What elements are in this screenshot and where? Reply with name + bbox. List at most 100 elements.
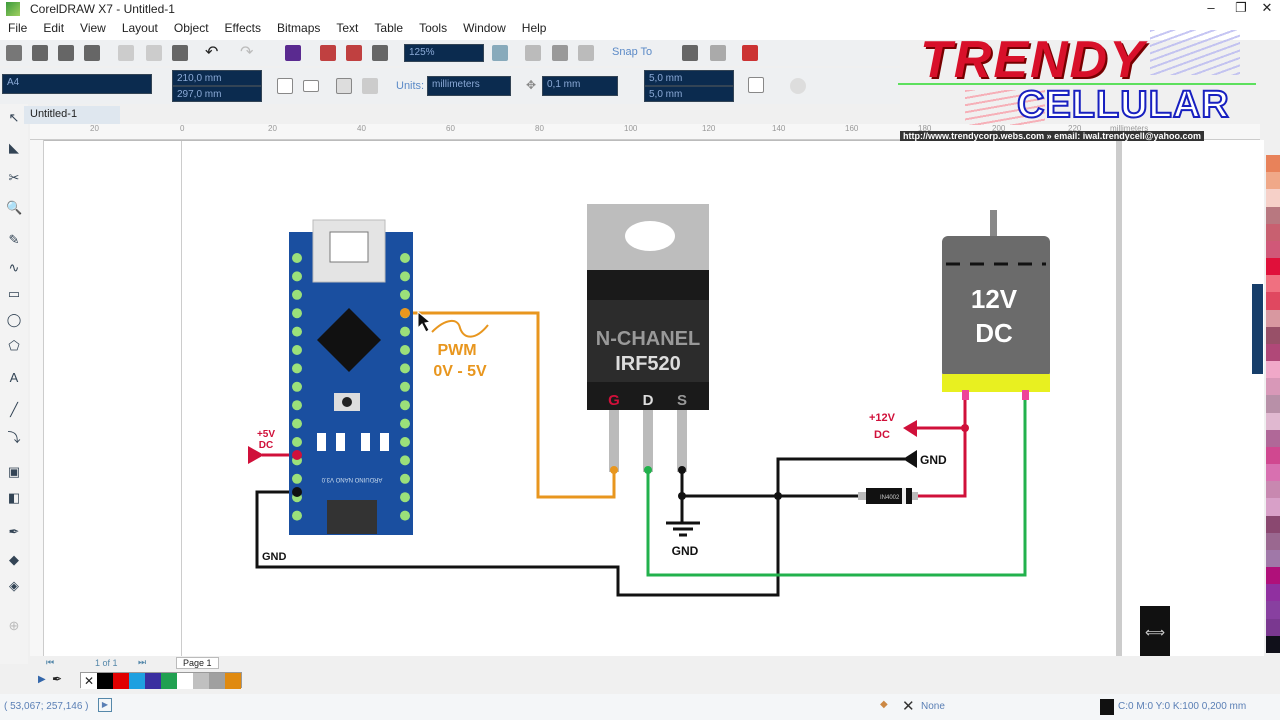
current-page-icon[interactable] (362, 78, 378, 94)
search-content-icon[interactable] (285, 45, 301, 61)
drawing-canvas[interactable] (44, 140, 1264, 656)
duplicate-y-input[interactable]: 5,0 mm (644, 86, 734, 102)
color-swatch[interactable] (1266, 446, 1280, 465)
page-size-select[interactable]: A4 (2, 74, 152, 94)
color-swatch[interactable] (1266, 481, 1280, 499)
shape-tool-icon[interactable]: ◣ (9, 140, 19, 155)
menu-help[interactable]: Help (521, 21, 547, 35)
color-swatch[interactable] (1266, 412, 1280, 430)
menu-table[interactable]: Table (374, 21, 404, 35)
color-swatch[interactable] (1266, 395, 1280, 413)
first-page-icon[interactable]: ⏮ (46, 657, 55, 667)
fill-icon[interactable]: ◆ (880, 699, 888, 710)
menu-tools[interactable]: Tools (419, 21, 448, 35)
last-page-icon[interactable]: ⏭ (138, 657, 147, 667)
close-button[interactable]: ✕ (1261, 0, 1273, 15)
minimize-button[interactable]: – (1207, 0, 1215, 15)
color-swatch[interactable] (1266, 240, 1280, 259)
color-swatch[interactable] (1266, 601, 1280, 619)
document-tab[interactable]: Untitled-1 (24, 106, 120, 124)
outline-pen-icon[interactable]: ✒ (52, 672, 63, 686)
color-swatch[interactable] (1266, 361, 1280, 379)
color-swatch[interactable] (1266, 223, 1280, 241)
no-color-swatch[interactable]: ✕ (81, 673, 97, 689)
outline-color-swatch[interactable] (1100, 699, 1114, 715)
text-tool-icon[interactable]: A (9, 370, 19, 385)
copy-icon[interactable] (146, 45, 162, 61)
vertical-scrollbar-thumb[interactable] (1252, 284, 1263, 374)
page-height-input[interactable]: 297,0 mm (172, 86, 262, 102)
cut-icon[interactable] (118, 45, 134, 61)
undo-icon[interactable]: ↶ (205, 44, 219, 61)
vertical-ruler[interactable] (30, 140, 44, 660)
color-swatch[interactable] (1266, 532, 1280, 550)
save-icon[interactable] (58, 45, 74, 61)
add-tool-icon[interactable]: ⊕ (8, 618, 20, 633)
import-icon[interactable] (320, 45, 336, 61)
page-tab[interactable]: Page 1 (176, 657, 219, 669)
color-swatch[interactable] (225, 673, 241, 689)
color-swatch[interactable] (161, 673, 177, 689)
color-swatch[interactable] (1266, 549, 1280, 568)
crop-tool-icon[interactable]: ✂ (8, 170, 20, 185)
menu-file[interactable]: File (8, 21, 28, 35)
color-swatch[interactable] (1266, 206, 1280, 224)
color-swatch[interactable] (1266, 155, 1280, 173)
eyedropper-tool-icon[interactable]: ✒ (8, 524, 20, 539)
color-swatch[interactable] (1266, 258, 1280, 276)
export-icon[interactable] (346, 45, 362, 61)
menu-edit[interactable]: Edit (43, 21, 65, 35)
parallel-dimension-icon[interactable]: ╱ (10, 402, 18, 417)
welcome-screen-icon[interactable] (742, 45, 758, 61)
units-select[interactable]: millimeters (427, 76, 511, 96)
color-swatch[interactable] (1266, 515, 1280, 533)
publish-pdf-icon[interactable] (372, 45, 388, 61)
color-swatch[interactable] (1266, 429, 1280, 447)
interactive-fill-icon[interactable]: ◆ (9, 552, 19, 567)
color-swatch[interactable] (1266, 326, 1280, 344)
menu-bitmaps[interactable]: Bitmaps (277, 21, 321, 35)
new-icon[interactable] (6, 45, 22, 61)
menu-object[interactable]: Object (173, 21, 209, 35)
portrait-icon[interactable] (277, 78, 293, 94)
page-width-input[interactable]: 210,0 mm (172, 70, 262, 86)
polygon-tool-icon[interactable]: ⬠ (8, 338, 20, 353)
status-play-icon[interactable]: ▶ (98, 698, 112, 712)
freehand-tool-icon[interactable]: ✎ (8, 232, 20, 247)
zoom-tool-icon[interactable]: 🔍 (6, 200, 23, 215)
color-swatch[interactable] (1266, 275, 1280, 293)
drop-shadow-icon[interactable]: ▣ (7, 464, 21, 479)
color-swatch[interactable] (129, 673, 145, 689)
all-pages-icon[interactable] (336, 78, 352, 94)
color-swatch[interactable] (1266, 498, 1280, 516)
options-icon[interactable] (682, 45, 698, 61)
restore-button[interactable]: ❐ (1235, 0, 1247, 15)
color-swatch[interactable] (1266, 292, 1280, 310)
page-options-icon[interactable] (790, 78, 806, 94)
palette-arrow-icon[interactable]: ▶ (38, 674, 46, 685)
menu-effects[interactable]: Effects (224, 21, 262, 35)
zoom-level-select[interactable]: 125% (404, 44, 484, 62)
color-swatch[interactable] (209, 673, 225, 689)
color-swatch[interactable] (1266, 172, 1280, 190)
color-swatch[interactable] (113, 673, 129, 689)
landscape-icon[interactable] (303, 80, 319, 92)
print-icon[interactable] (84, 45, 100, 61)
full-screen-icon[interactable] (492, 45, 508, 61)
menu-window[interactable]: Window (463, 21, 506, 35)
guidelines-icon[interactable] (578, 45, 594, 61)
transparency-tool-icon[interactable]: ◧ (7, 490, 21, 505)
color-swatch[interactable] (1266, 343, 1280, 362)
grid-icon[interactable] (552, 45, 568, 61)
snap-to-dropdown[interactable]: Snap To (612, 46, 653, 58)
menu-text[interactable]: Text (336, 21, 359, 35)
color-swatch[interactable] (1266, 584, 1280, 602)
color-swatch[interactable] (1266, 189, 1280, 207)
duplicate-x-input[interactable]: 5,0 mm (644, 70, 734, 86)
color-swatch[interactable] (1266, 378, 1280, 396)
rectangle-tool-icon[interactable]: ▭ (7, 286, 21, 301)
view-navigator-button[interactable]: ⟺ (1140, 606, 1170, 658)
nudge-distance-input[interactable]: 0,1 mm (542, 76, 618, 96)
paste-icon[interactable] (172, 45, 188, 61)
color-swatch[interactable] (1266, 635, 1280, 653)
